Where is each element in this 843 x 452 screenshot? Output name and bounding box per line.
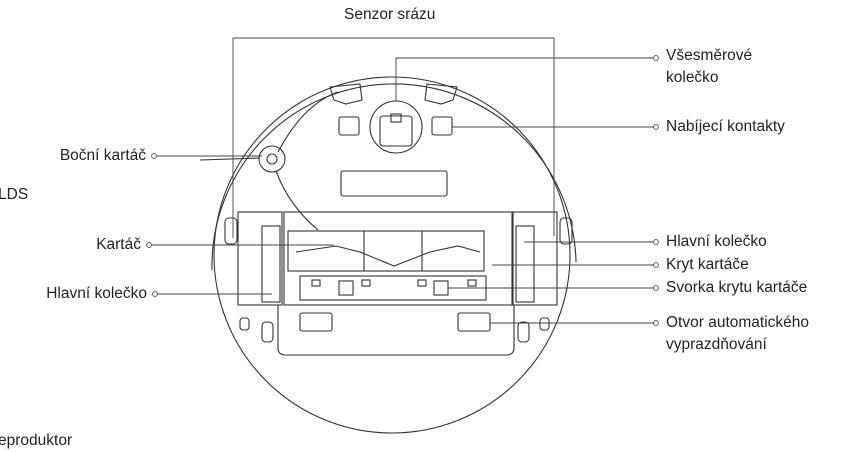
cliff-sensor-right — [424, 83, 458, 105]
dot-charging-contacts — [653, 124, 659, 130]
label-omni-wheel: Všesměrové kolečko — [666, 45, 752, 89]
label-cliff-sensor: Senzor srázu — [344, 6, 436, 23]
side-brush-arm-1 — [277, 91, 339, 153]
rear-slot-far-right — [539, 317, 550, 331]
side-opening-left — [224, 217, 238, 245]
brush-compartment — [283, 211, 513, 306]
cliff-sensor-left — [329, 83, 363, 105]
label-side-brush: Boční kartáč — [59, 147, 146, 164]
label-omni-wheel-line1: Všesměrové — [666, 47, 753, 64]
side-brush-center — [266, 153, 278, 165]
brush-cover-clip-right — [433, 280, 449, 296]
omni-wheel-housing — [369, 100, 423, 154]
dot-brush-cover — [653, 262, 659, 268]
label-lds-fragment: LDS — [0, 186, 29, 203]
label-omni-wheel-line2: kolečko — [666, 69, 719, 86]
robot-body-outline — [213, 76, 571, 434]
side-brush-arm-3 — [275, 170, 319, 231]
label-brush-cover-clip: Svorka krytu kartáče — [666, 279, 808, 296]
clip-tab-1 — [311, 279, 321, 287]
bumper-outline — [211, 83, 577, 271]
main-wheel-left — [261, 225, 281, 303]
label-main-brush: Kartáč — [96, 236, 141, 253]
label-plate — [340, 170, 448, 197]
brush-cover — [287, 230, 485, 272]
side-brush-arm-2 — [199, 157, 261, 161]
rear-slot-right — [517, 321, 530, 343]
main-wheel-right — [515, 225, 535, 303]
charging-contact-right — [431, 116, 453, 136]
leader-omni-wheel — [395, 57, 654, 101]
omni-wheel — [379, 115, 413, 147]
dot-side-brush — [151, 153, 157, 159]
wheel-well-left — [237, 211, 283, 306]
rear-slot-far-left — [239, 317, 250, 331]
clip-tab-2 — [361, 279, 371, 287]
dot-main-wheel-left — [152, 291, 158, 297]
label-brush-cover: Kryt kartáče — [666, 256, 749, 273]
dot-main-brush — [146, 242, 152, 248]
label-charging-contacts: Nabíjecí kontakty — [666, 118, 785, 135]
charging-contact-left — [338, 116, 360, 136]
dot-main-wheel-right — [653, 239, 659, 245]
label-auto-empty-line2: vyprazdňování — [666, 336, 767, 353]
clip-tab-3 — [417, 279, 427, 287]
auto-empty-port-right — [457, 312, 491, 332]
label-auto-empty: Otvor automatického vyprazdňování — [666, 312, 809, 356]
wheel-well-right — [512, 211, 558, 306]
dot-brush-cover-clip — [653, 285, 659, 291]
auto-empty-port-left — [299, 312, 333, 332]
clip-tab-4 — [467, 279, 477, 287]
main-brush-bristles — [295, 245, 481, 267]
auto-empty-bay — [277, 305, 515, 356]
cliff-sensor-bracket — [232, 37, 555, 238]
label-main-wheel-right: Hlavní kolečko — [666, 233, 767, 250]
label-auto-empty-line1: Otvor automatického — [666, 314, 810, 331]
dot-omni-wheel — [653, 55, 659, 61]
rear-slot-left — [261, 321, 274, 343]
dot-auto-empty — [653, 320, 659, 326]
label-speaker-fragment: eproduktor — [0, 432, 73, 449]
brush-cover-clip-left — [338, 280, 354, 296]
side-opening-right — [559, 217, 573, 245]
side-brush-hub — [258, 145, 286, 173]
label-main-wheel-left: Hlavní kolečko — [46, 285, 147, 302]
omni-wheel-hub — [390, 113, 402, 123]
